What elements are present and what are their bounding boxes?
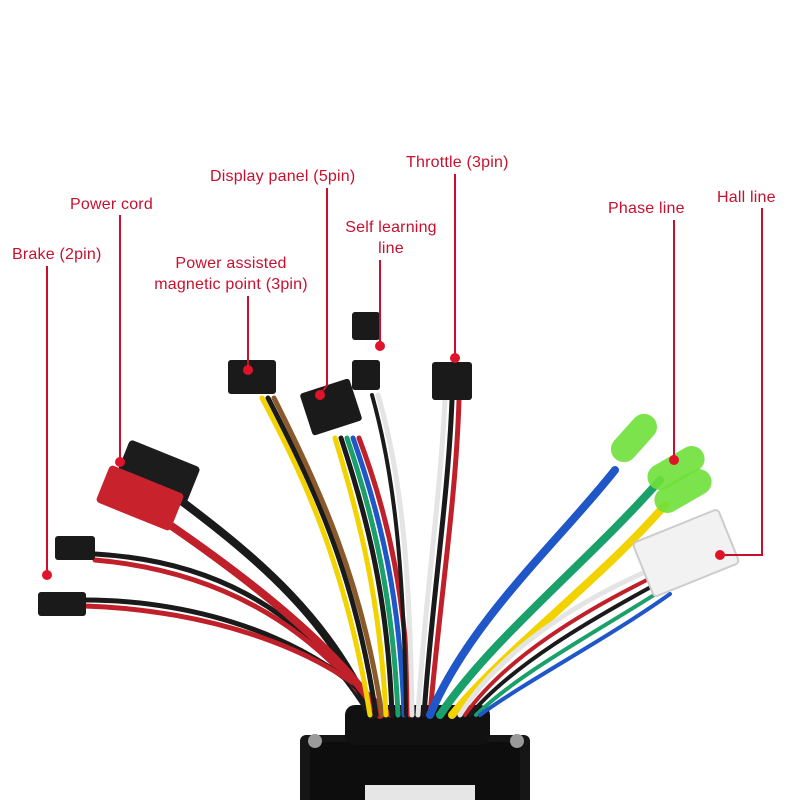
throttle-connector: [432, 362, 472, 400]
label-display-panel: Display panel (5pin): [210, 168, 356, 185]
callout-dots: [42, 341, 725, 580]
hall-line-connector: [632, 509, 740, 597]
label-self-learning-line1: Self learning: [345, 219, 437, 236]
label-power-cord: Power cord: [70, 196, 153, 213]
label-phase-line: Phase line: [608, 200, 685, 217]
label-power-assisted-line2: magnetic point (3pin): [154, 276, 308, 293]
label-self-learning: Self learning line: [337, 217, 445, 259]
label-hall-line: Hall line: [717, 189, 776, 206]
wire-bundle-right: [426, 466, 672, 719]
self-learning-connectors: [352, 312, 380, 390]
assist-sensor-connector: [228, 360, 276, 394]
brake-connectors: [38, 536, 95, 616]
label-throttle: Throttle (3pin): [406, 154, 509, 171]
label-power-assisted: Power assisted magnetic point (3pin): [140, 253, 322, 295]
phase-line-connectors: [610, 413, 712, 513]
power-cord-connector: [96, 440, 200, 531]
controller-box: [300, 705, 530, 800]
label-power-assisted-line1: Power assisted: [175, 255, 287, 272]
label-self-learning-line2: line: [378, 240, 404, 257]
label-brake: Brake (2pin): [12, 246, 102, 263]
wire-bundle-left: [82, 392, 462, 719]
